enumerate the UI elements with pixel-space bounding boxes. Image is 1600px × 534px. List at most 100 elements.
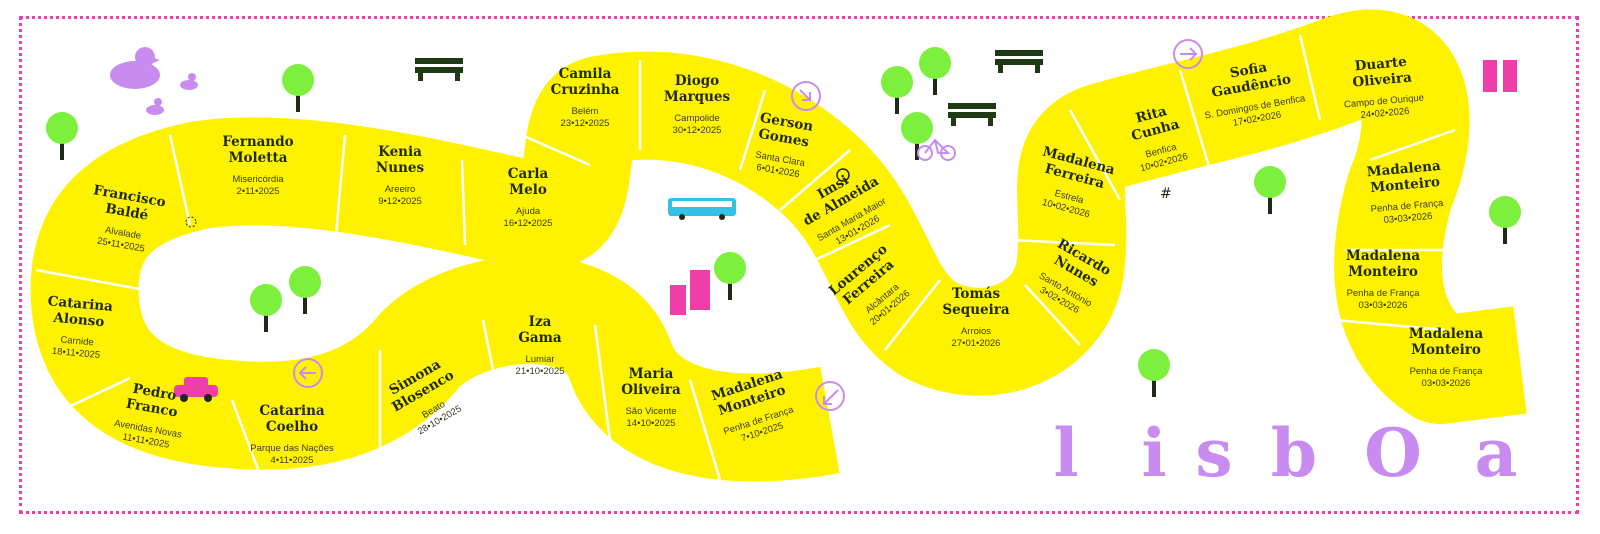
bench-icon (995, 50, 1043, 73)
tile-date: 21•10•2025 (516, 366, 565, 377)
tile-name: Madalena (1346, 248, 1420, 264)
tile-name: Monteiro (1370, 174, 1441, 196)
tile-date: 9•12•2025 (378, 196, 422, 207)
tree-icon (714, 252, 746, 300)
tile-name: Coelho (266, 419, 318, 435)
tile-name: Duarte (1354, 54, 1407, 74)
tile-date: 30•12•2025 (673, 125, 722, 136)
tree-icon (919, 47, 951, 95)
tile-name: Marques (664, 89, 731, 105)
tile-date: 2•11•2025 (237, 186, 280, 197)
tile-name: Carla (508, 166, 549, 182)
tile-place: Ajuda (516, 206, 541, 217)
tile-name: Madalena (1366, 158, 1442, 180)
tile-name: Melo (509, 182, 547, 198)
title-letter: b (1271, 414, 1317, 492)
tile-name: Pedro (131, 381, 177, 404)
tile-place: Areeiro (385, 184, 416, 195)
tile-name: Monteiro (1348, 264, 1418, 280)
tile-name: Baldé (104, 201, 149, 224)
tile-place: Lumiar (525, 354, 554, 365)
tile-name: Fernando (222, 134, 293, 150)
tile-name: Iza (529, 314, 552, 330)
building-icon (670, 60, 1517, 315)
tree-icon (1138, 349, 1170, 397)
hash-mark: # (1160, 186, 1172, 202)
tile-place: Carnide (60, 335, 94, 349)
tile-place: São Vicente (625, 406, 676, 417)
tile-date: 03•03•2026 (1359, 300, 1408, 311)
road-path (30, 9, 1527, 482)
tree-icon (1489, 196, 1521, 244)
smiley-icon (836, 168, 850, 182)
tile-date: 03•03•2026 (1383, 211, 1433, 226)
arrow-icon (815, 381, 845, 411)
bicycle-icon (917, 138, 956, 161)
tile-name: Catarina (47, 293, 114, 315)
tree-icon (901, 112, 933, 160)
tile-place: Arroios (961, 326, 991, 337)
tile-date: 03•03•2026 (1422, 378, 1471, 389)
duck-icon (146, 98, 164, 115)
duck-icon (180, 73, 198, 90)
tile-name: Sofia (1229, 59, 1269, 81)
tree-icon (46, 112, 78, 160)
arrow-icon (791, 81, 821, 111)
tile-name: Nunes (376, 160, 425, 176)
tile-name: Camila (559, 66, 612, 82)
tile-place: Misericórdia (232, 174, 284, 185)
tree-icon (250, 284, 282, 332)
bench-icon (948, 103, 996, 126)
trees (46, 47, 1521, 397)
tile-date: 14•10•2025 (627, 418, 676, 429)
bus-icon (668, 198, 736, 220)
tree-icon (282, 64, 314, 112)
tile-name: Sequeira (942, 302, 1009, 318)
tile-name: Madalena (1409, 326, 1483, 342)
tile-place: Penha de França (1347, 288, 1421, 299)
car-icon (174, 377, 218, 402)
tile-place: Belém (572, 106, 599, 117)
tile-date: 18•11•2025 (51, 346, 100, 361)
tile-name: Oliveira (1352, 69, 1413, 90)
tile-name: Rita (1134, 103, 1169, 127)
tile-place: Campolide (674, 113, 719, 124)
tree-icon (881, 66, 913, 114)
tile-date: 24•02•2026 (1360, 106, 1410, 121)
tile-name: Catarina (259, 403, 325, 419)
tile-name: Alonso (52, 310, 105, 330)
title-letter: O (1364, 414, 1422, 492)
duck-icon (110, 47, 160, 89)
tile-name: Kenia (378, 144, 422, 160)
dotted-frame (19, 16, 1579, 514)
dotted-circle-mark (185, 216, 197, 228)
arrow-icon (1173, 39, 1203, 69)
title-letter: s (1195, 414, 1232, 492)
bench-icon (415, 58, 463, 81)
tree-icon (1254, 166, 1286, 214)
tile-date: 16•12•2025 (504, 218, 553, 229)
tile-name: Gama (518, 330, 562, 346)
tile-name: Cruzinha (551, 82, 620, 98)
title-letter: i (1141, 414, 1166, 492)
tile-place: Penha de França (1410, 366, 1484, 377)
tile-place: Parque das Nações (250, 443, 334, 454)
tile-date: 27•01•2026 (952, 338, 1001, 349)
tile-name: Moletta (229, 150, 288, 166)
tile-name: Oliveira (621, 382, 681, 398)
